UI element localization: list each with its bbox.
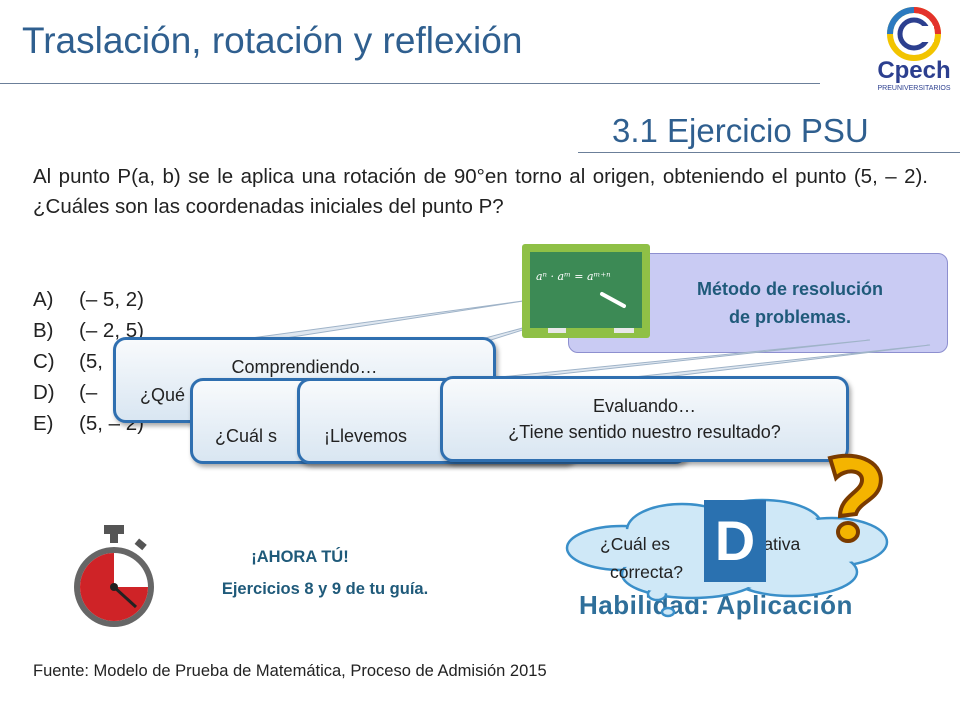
section-title: 3.1 Ejercicio PSU bbox=[612, 112, 869, 149]
option-letter: D) bbox=[33, 381, 55, 404]
option-c: C) (5, bbox=[33, 350, 103, 374]
cpech-logo: Cpech PREUNIVERSITARIOS bbox=[877, 7, 951, 92]
option-value: (– 5, 2) bbox=[79, 288, 144, 311]
option-b: B) (– 2, 5) bbox=[33, 319, 144, 343]
chalkboard-formula: aⁿ · aᵐ = aᵐ⁺ⁿ bbox=[536, 270, 611, 283]
bubble-line-1a: ¿Cuál es bbox=[600, 534, 671, 554]
callout-title: Comprendiendo… bbox=[231, 357, 378, 377]
method-line-2: de problemas. bbox=[728, 307, 852, 327]
callout-body: ¡Llevemos bbox=[324, 426, 408, 446]
option-d: D) (– bbox=[33, 381, 97, 405]
bubble-line-2: correcta? bbox=[610, 562, 683, 582]
option-letter: C) bbox=[33, 350, 55, 373]
section-divider bbox=[578, 152, 960, 153]
logo-wordmark: Cpech bbox=[877, 57, 950, 84]
answer-badge: D bbox=[704, 500, 766, 582]
option-letter: A) bbox=[33, 288, 54, 311]
callout-body: ¿Qué bbox=[140, 385, 186, 405]
chalkboard-icon: aⁿ · aᵐ = aᵐ⁺ⁿ bbox=[522, 244, 650, 338]
callout-evaluando: Evaluando… ¿Tiene sentido nuestro result… bbox=[440, 376, 849, 462]
option-a: A) (– 5, 2) bbox=[33, 288, 144, 312]
source-citation: Fuente: Modelo de Prueba de Matemática, … bbox=[33, 662, 547, 680]
option-letter: B) bbox=[33, 319, 54, 342]
option-value: (5, bbox=[79, 350, 103, 373]
callout-title: Evaluando… bbox=[592, 396, 697, 416]
slide-title: Traslación, rotación y reflexión bbox=[22, 20, 523, 61]
option-value: (– bbox=[79, 381, 98, 404]
practice-heading: ¡AHORA TÚ! bbox=[251, 548, 349, 566]
stopwatch-icon bbox=[74, 525, 154, 627]
problem-statement: Al punto P(a, b) se le aplica una rotaci… bbox=[33, 165, 928, 218]
practice-text: Ejercicios 8 y 9 de tu guía. bbox=[221, 580, 429, 598]
question-mark-icon bbox=[827, 453, 883, 543]
option-value: (– 2, 5) bbox=[79, 319, 144, 342]
callout-body: ¿Tiene sentido nuestro resultado? bbox=[508, 422, 781, 442]
method-line-1: Método de resolución bbox=[696, 279, 883, 299]
callout-body: ¿Cuál s bbox=[215, 426, 278, 446]
method-panel-text: Método de resolución de problemas. bbox=[660, 275, 920, 331]
logo-subtext: PREUNIVERSITARIOS bbox=[878, 85, 951, 92]
title-divider bbox=[0, 83, 820, 84]
option-letter: E) bbox=[33, 412, 54, 435]
